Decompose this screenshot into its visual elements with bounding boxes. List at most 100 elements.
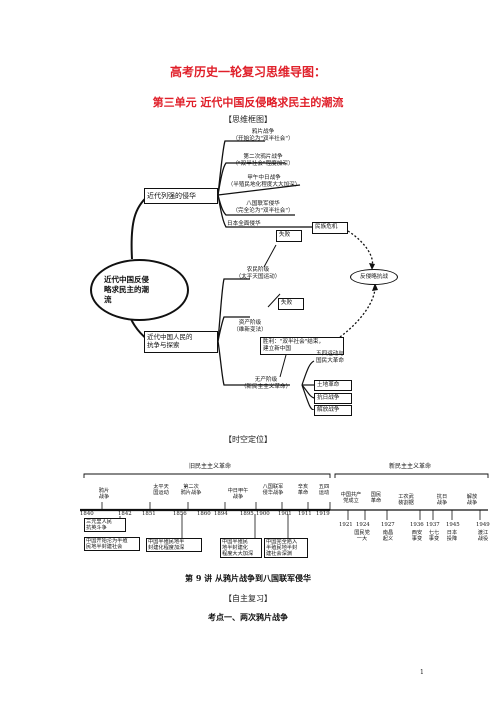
tl-bottom-japan-surrender: 日本投降 bbox=[444, 530, 460, 542]
tl-event-sino-japanese-1: 中日甲午 bbox=[227, 488, 249, 494]
tl-event-second-opium-2: 鸦片战争 bbox=[180, 490, 202, 496]
mind-map-lines bbox=[124, 140, 378, 410]
document-title: 高考历史一轮复习思维导图： bbox=[169, 65, 326, 79]
victory-line-2: 建立新中国 bbox=[263, 345, 291, 352]
event-anti-japanese: 抗日战争 bbox=[314, 393, 352, 404]
tl-event-xinhai-2: 革命 bbox=[297, 490, 309, 496]
tl-bottom-nanchang: 南昌起义 bbox=[380, 530, 396, 542]
tl-event-anti-japanese-2: 战争 bbox=[436, 500, 448, 506]
tl-event-liberation-2: 战争 bbox=[466, 500, 478, 506]
tl-box-greatly-deepen-2: 地半封建化 bbox=[222, 545, 248, 551]
victory-line-1: 胜利："双半社会"结束， bbox=[263, 339, 325, 345]
tl-bottom-july-seventh-2: 事变 bbox=[428, 536, 440, 542]
war-sino-japanese-note: （半殖民地化程度大大加深） bbox=[227, 181, 301, 188]
tl-event-sino-japanese-2: 战争 bbox=[232, 494, 244, 500]
tl-box-complete-1: 中国完全陷入 bbox=[266, 539, 298, 545]
tl-bottom-xian: 西安事变 bbox=[409, 530, 425, 542]
bourgeois-class-title: 资产阶级 bbox=[238, 320, 262, 326]
tl-event-may-fourth-2: 运动 bbox=[318, 490, 330, 496]
tl-box-semi-colonial-start: 中国开始沦为半殖民地半封建社会 bbox=[84, 537, 140, 551]
tl-event-ccp: 中国共产党成立 bbox=[334, 492, 368, 504]
year-1949: 1949 bbox=[476, 522, 490, 528]
tl-event-taiping: 太平天国运动 bbox=[148, 484, 174, 496]
war-eight-nation-title: 八国联军侵华 bbox=[246, 201, 280, 207]
tl-bottom-japan-surrender-1: 日本 bbox=[446, 530, 458, 536]
tl-bottom-xian-2: 事变 bbox=[411, 536, 423, 542]
war-opium-title: 鸦片战争 bbox=[251, 129, 275, 135]
timeline-tag: 【时空定位】 bbox=[224, 435, 272, 444]
timeline: 旧民主主义革命 新民主主义革命 鸦片战争 太平天国运动 第二次鸦片战争 中日甲午… bbox=[80, 464, 496, 558]
tl-bottom-yangtze: 渡江战役 bbox=[474, 530, 492, 542]
year-1927: 1927 bbox=[381, 522, 395, 528]
bourgeois-class-note: （维新变法） bbox=[233, 326, 267, 333]
tl-box-deepen: 中国半殖民地半封建化程度加深 bbox=[146, 538, 202, 552]
event-land-revolution: 土地革命 bbox=[314, 380, 352, 391]
war-second-opium: 第二次鸦片战争 （"双半社会"程度加深） bbox=[223, 154, 303, 167]
tl-event-anti-japanese: 抗日战争 bbox=[432, 494, 452, 506]
war-japan-invasion: 日本全面侵华 bbox=[227, 221, 261, 227]
event-liberation: 解放战争 bbox=[314, 405, 352, 416]
tl-box-greatly-deepen: 中国半殖民地半封建化程度大大加深 bbox=[220, 538, 262, 558]
tl-event-may-fourth: 五四运动 bbox=[313, 484, 335, 496]
tl-event-sino-japanese: 中日甲午战争 bbox=[223, 488, 253, 500]
war-sino-japanese-title: 甲午中日战争 bbox=[247, 175, 281, 181]
year-1894: 1894 bbox=[214, 511, 228, 517]
mind-map: 近代中国反侵 略求民主的潮 流 近代列强的侵华 鸦片战争 （开始沦为"双半社会"… bbox=[90, 127, 400, 416]
tl-event-eight-nation-1: 八国联军 bbox=[262, 484, 284, 490]
victory-box: 胜利："双半社会"结束， 建立新中国 bbox=[260, 337, 344, 355]
key-point-title: 考点一、两次鸦片战争 bbox=[208, 612, 288, 622]
year-1860: 1860 bbox=[197, 511, 211, 517]
branch-struggle: 近代中国人民的 抗争与探索 bbox=[144, 331, 218, 353]
tl-event-ccp-1: 中国共产 bbox=[340, 492, 362, 498]
tl-box-semi-colonial-start-1: 中国开始沦为半殖 bbox=[86, 538, 128, 544]
tl-event-ccp-2: 党成立 bbox=[343, 498, 359, 504]
branch-aggression: 近代列强的侵华 bbox=[144, 188, 218, 204]
lesson-title: 第 9 讲 从鸦片战争到八国联军侵华 bbox=[185, 573, 311, 583]
proletariat-class-note: （新民主主义革命） bbox=[240, 383, 292, 390]
event-may-fourth-line-1: 五四运动与 bbox=[316, 351, 344, 357]
year-1921: 1921 bbox=[339, 522, 353, 528]
peasant-class-title: 农民阶级 bbox=[246, 267, 270, 273]
year-1937: 1937 bbox=[426, 522, 440, 528]
tl-event-national-revolution-1: 国民 bbox=[370, 492, 382, 498]
tl-bottom-yangtze-1: 渡江 bbox=[477, 530, 489, 536]
tl-event-may-fourth-1: 五四 bbox=[318, 484, 330, 490]
center-line-2: 略求民主的潮 bbox=[104, 285, 149, 294]
tl-box-sanyuanli-1: 三元里人民 bbox=[86, 519, 112, 525]
peasant-class: 农民阶级 （太平天国运动） bbox=[228, 267, 288, 280]
event-may-fourth: 五四运动与 国民大革命 bbox=[316, 351, 364, 364]
branch-struggle-line-2: 抗争与探索 bbox=[147, 341, 180, 349]
tl-box-sanyuanli-2: 抗英斗争 bbox=[86, 525, 107, 531]
year-1901: 1901 bbox=[278, 511, 292, 517]
tl-box-deepen-1: 中国半殖民地半 bbox=[148, 539, 185, 545]
year-1856: 1856 bbox=[173, 511, 187, 517]
tl-event-opium: 鸦片战争 bbox=[92, 488, 116, 500]
tl-event-xinhai-1: 辛亥 bbox=[297, 484, 309, 490]
tl-event-taiping-2: 国运动 bbox=[153, 490, 169, 496]
tl-event-second-opium: 第二次鸦片战争 bbox=[176, 484, 206, 496]
tl-box-greatly-deepen-3: 程度大大加深 bbox=[222, 551, 254, 557]
year-1840: 1840 bbox=[80, 511, 94, 517]
tl-event-armed-base-2: 装割据 bbox=[398, 500, 414, 506]
war-sino-japanese: 甲午中日战争 （半殖民地化程度大大加深） bbox=[223, 175, 305, 188]
tl-bottom-kmt: 国民党一大 bbox=[352, 530, 372, 542]
war-second-opium-title: 第二次鸦片战争 bbox=[243, 154, 283, 160]
tl-bottom-july-seventh: 七七事变 bbox=[426, 530, 442, 542]
tl-box-semi-colonial-start-2: 民地半封建社会 bbox=[86, 544, 123, 550]
year-1924: 1924 bbox=[356, 522, 370, 528]
center-line-1: 近代中国反侵 bbox=[104, 275, 149, 284]
tl-box-complete-3: 建社会深渊 bbox=[266, 551, 292, 557]
tl-box-deepen-2: 封建化程度加深 bbox=[148, 545, 185, 551]
tl-event-xinhai: 辛亥革命 bbox=[292, 484, 314, 496]
tl-bottom-kmt-1: 国民党 bbox=[354, 530, 370, 536]
fail-box-1: 失败 bbox=[276, 230, 302, 242]
tl-event-opium-2: 战争 bbox=[98, 494, 110, 500]
tl-event-liberation-1: 解放 bbox=[466, 494, 478, 500]
year-1842: 1842 bbox=[118, 511, 132, 517]
tl-bottom-kmt-2: 一大 bbox=[356, 536, 368, 542]
war-eight-nation: 八国联军侵华 （完全沦为"双半社会"） bbox=[223, 201, 303, 214]
tl-event-eight-nation: 八国联军侵华战争 bbox=[256, 484, 290, 496]
national-crisis-box: 民族危机 bbox=[312, 222, 348, 234]
tl-event-national-revolution-2: 革命 bbox=[370, 498, 382, 504]
fail-box-2: 失败 bbox=[278, 298, 304, 310]
